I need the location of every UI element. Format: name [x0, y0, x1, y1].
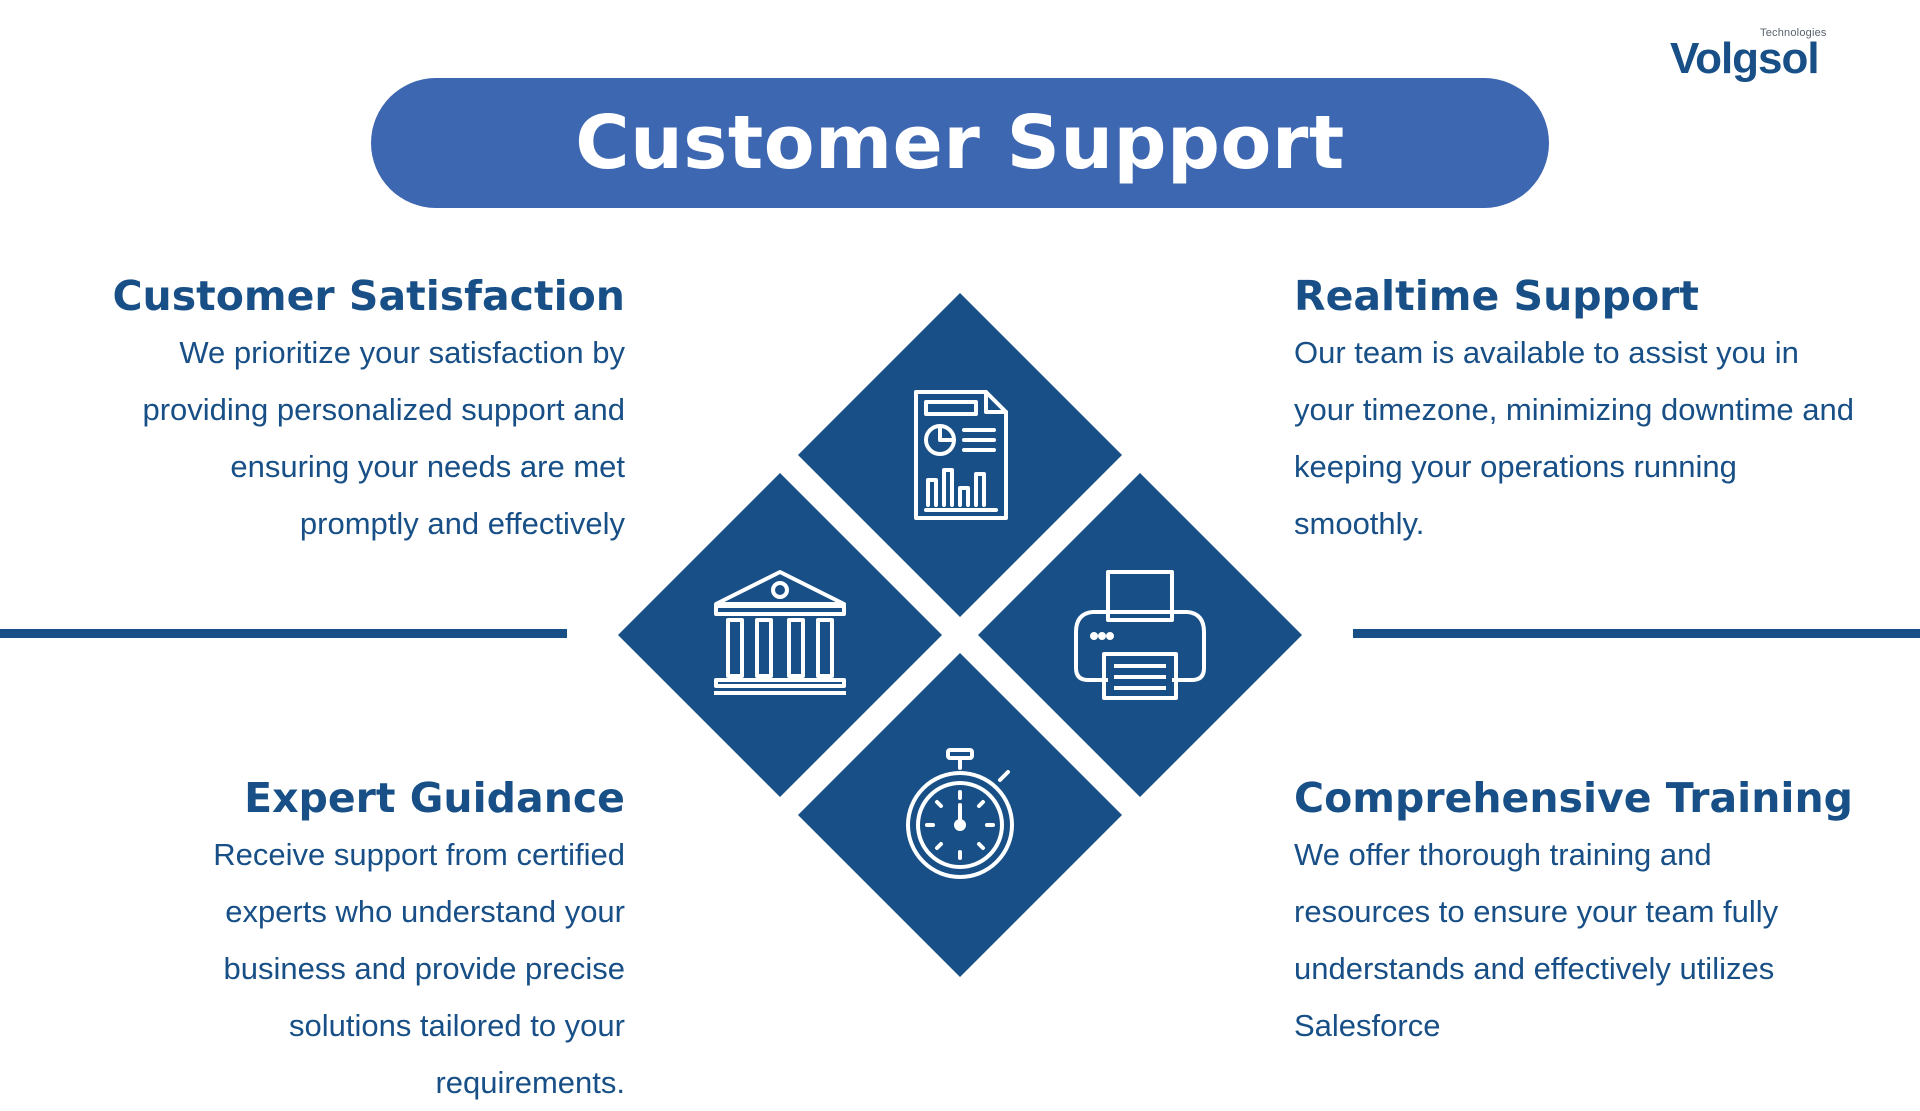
- realtime-support-block: Realtime Support Our team is available t…: [1294, 270, 1854, 552]
- logo-subtitle: Technologies: [1760, 27, 1827, 39]
- diamond-bottom: [798, 653, 1122, 977]
- customer-satisfaction-block: Customer Satisfaction We prioritize your…: [105, 270, 625, 552]
- expert-guidance-text: Receive support from certified experts w…: [213, 837, 625, 1100]
- customer-satisfaction-heading: Customer Satisfaction: [112, 272, 625, 320]
- comprehensive-training-text: We offer thorough training and resources…: [1294, 837, 1779, 1043]
- diamond-right: [978, 473, 1302, 797]
- expert-guidance-block: Expert Guidance Receive support from cer…: [175, 772, 625, 1111]
- divider-left: [0, 629, 567, 638]
- volgsol-logo: Technologies Volgsol: [1670, 26, 1855, 83]
- customer-satisfaction-text: We prioritize your satisfaction by provi…: [142, 335, 625, 541]
- diamond-top: [798, 293, 1122, 617]
- stopwatch-icon: [906, 748, 1014, 879]
- report-document-icon: [914, 390, 1008, 520]
- diamond-icon-grid: [618, 293, 1302, 977]
- expert-guidance-heading: Expert Guidance: [244, 774, 625, 822]
- diamond-left: [618, 473, 942, 797]
- comprehensive-training-heading: Comprehensive Training: [1294, 774, 1853, 822]
- comprehensive-training-block: Comprehensive Training We offer thorough…: [1294, 772, 1854, 1054]
- page-title: Customer Support: [575, 100, 1345, 186]
- bank-building-icon: [714, 570, 846, 695]
- divider-right: [1353, 629, 1920, 638]
- printer-icon: [1074, 570, 1206, 700]
- realtime-support-heading: Realtime Support: [1294, 272, 1699, 320]
- title-banner: Customer Support: [371, 78, 1549, 208]
- logo-wordmark: Volgsol: [1670, 34, 1820, 83]
- realtime-support-text: Our team is available to assist you in y…: [1294, 335, 1854, 541]
